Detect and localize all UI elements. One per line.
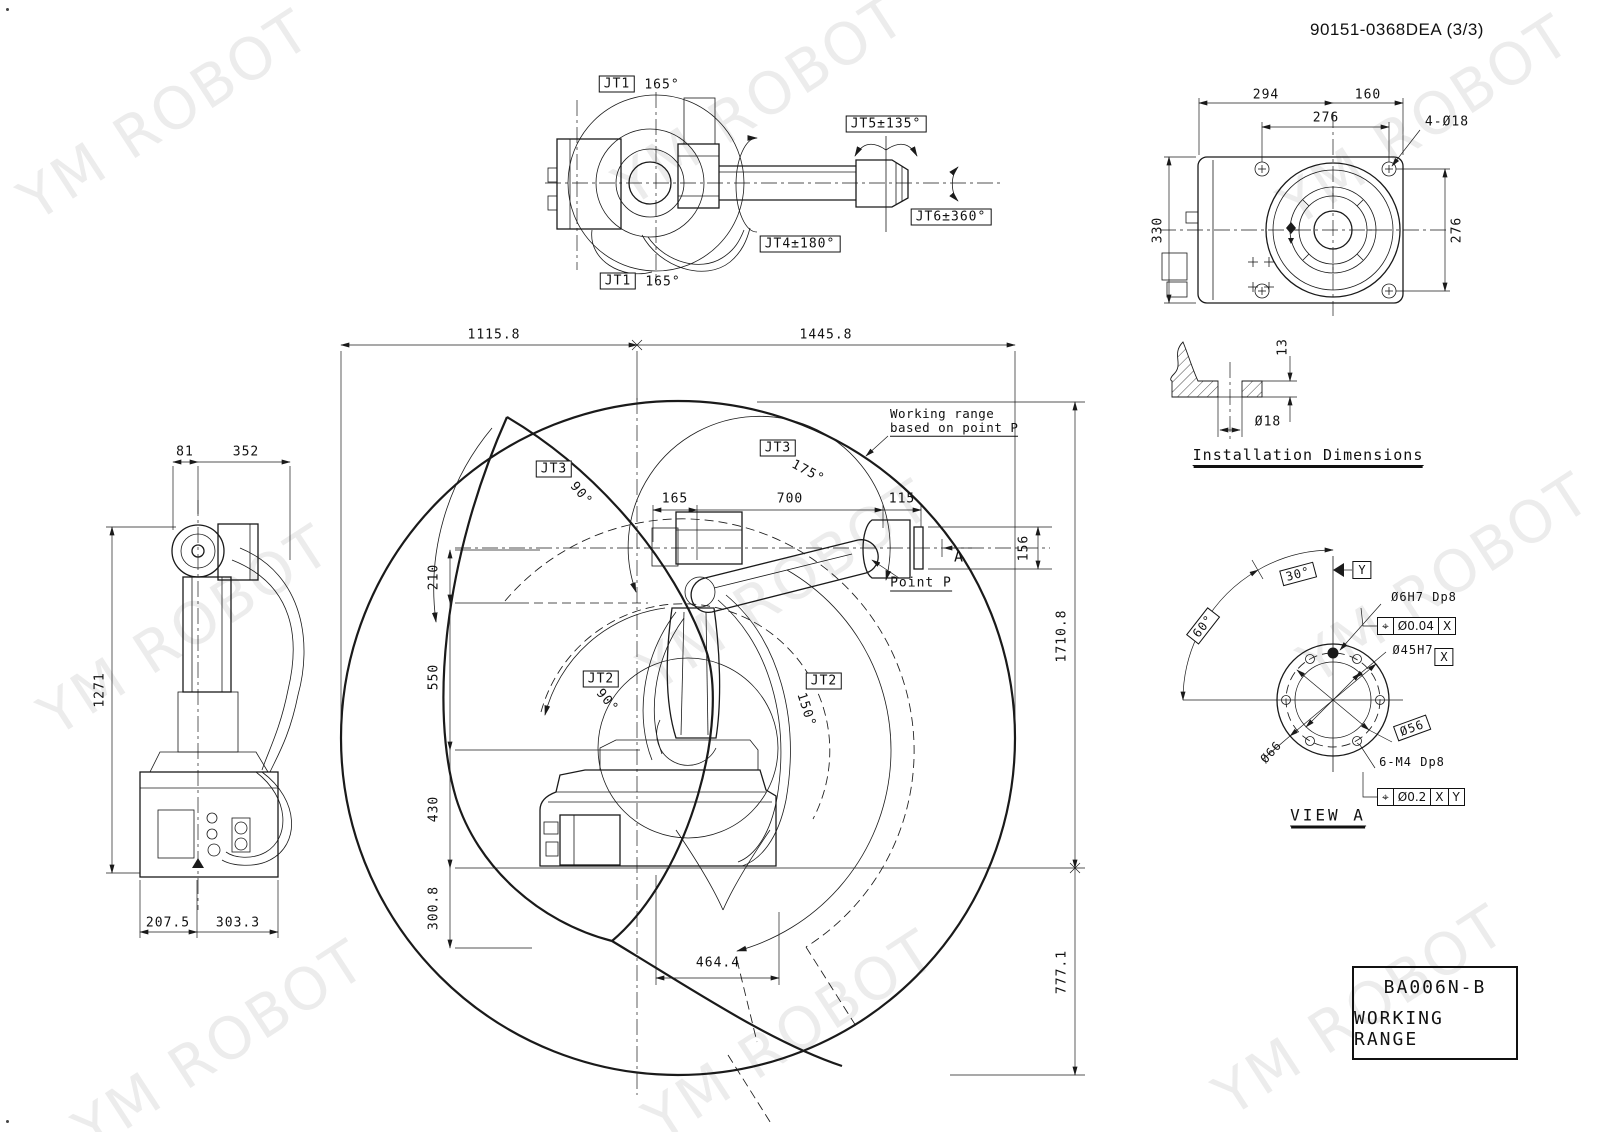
bore-callout: Ø45H7 xyxy=(1392,643,1434,657)
jt1-top-label: JT1 xyxy=(598,75,636,93)
m4-holes xyxy=(1281,654,1385,746)
fcf-datum: X xyxy=(1437,618,1455,634)
position-symbol-icon: ⌖ xyxy=(1382,619,1389,633)
jt4-label: JT4±180° xyxy=(759,235,841,253)
working-range-note-line1: Working range xyxy=(890,405,995,421)
dim-330: 330 xyxy=(1150,216,1166,244)
datum-x: X xyxy=(1434,648,1454,666)
installation-caption: Installation Dimensions xyxy=(1192,446,1424,466)
dim-303-3: 303.3 xyxy=(215,915,261,931)
working-range-view xyxy=(339,339,1085,1126)
dim-81: 81 xyxy=(176,444,194,460)
datum-y: Y xyxy=(1352,561,1372,579)
dim-207-5: 207.5 xyxy=(145,915,191,931)
fcf-datum-1: X xyxy=(1430,789,1447,805)
doc-number: 90151-0368DEA (3/3) xyxy=(1310,20,1484,39)
jt2-right-label: JT2 xyxy=(805,672,843,690)
dim-700: 700 xyxy=(776,491,804,507)
section-arrow-a: A xyxy=(953,547,965,566)
jt1-bottom-angle: 165° xyxy=(645,274,681,290)
model-number: BA006N-B xyxy=(1383,976,1487,998)
installation-view xyxy=(1160,98,1450,316)
jt3-right-label: JT3 xyxy=(759,439,797,457)
dim-300-8: 300.8 xyxy=(426,885,442,931)
section-detail xyxy=(1170,341,1297,442)
position-symbol-icon: ⌖ xyxy=(1382,790,1389,804)
drawing-title: WORKING RANGE xyxy=(1354,1007,1444,1050)
hole-callout: Ø6H7 Dp8 xyxy=(1391,590,1457,604)
dim-1115-8: 1115.8 xyxy=(467,327,521,343)
dim-13: 13 xyxy=(1275,338,1291,356)
dim-165: 165 xyxy=(661,491,689,507)
working-range-note-line2: based on point P xyxy=(890,419,1019,437)
registration-dot xyxy=(6,1120,9,1123)
top-view xyxy=(545,92,1000,282)
fcf-tolerance: Ø0.04 xyxy=(1392,618,1438,634)
point-p-label: Point P xyxy=(890,575,952,592)
dim-276-top: 276 xyxy=(1312,110,1340,126)
side-view xyxy=(106,459,305,938)
robot-arm xyxy=(539,511,924,867)
fcf-datum-2: Y xyxy=(1447,789,1464,805)
dim-550: 550 xyxy=(426,663,442,691)
jt1-bottom-label: JT1 xyxy=(599,272,637,290)
dim-276-right: 276 xyxy=(1449,216,1465,244)
thread-callout: 6-M4 Dp8 xyxy=(1379,755,1445,769)
jt5-label: JT5±135° xyxy=(845,115,927,133)
dim-294: 294 xyxy=(1252,87,1280,103)
dim-115: 115 xyxy=(888,491,916,507)
dim-1710-8: 1710.8 xyxy=(1054,609,1070,663)
dim-210: 210 xyxy=(426,563,442,591)
view-a-caption: VIEW A xyxy=(1290,805,1366,827)
plus-marks xyxy=(1248,257,1274,292)
dim-777-1: 777.1 xyxy=(1054,949,1070,995)
dim-430: 430 xyxy=(426,795,442,823)
title-block: BA006N-B WORKING RANGE xyxy=(1352,966,1518,1060)
jt2-left-label: JT2 xyxy=(582,670,620,688)
dim-352: 352 xyxy=(232,444,260,460)
registration-dot xyxy=(6,8,9,11)
jt1-top-angle: 165° xyxy=(644,77,680,93)
jt3-left-label: JT3 xyxy=(535,460,573,478)
inner-range-right xyxy=(506,416,714,942)
jt6-label: JT6±360° xyxy=(910,208,992,226)
dim-156: 156 xyxy=(1016,534,1032,562)
inner-range-left xyxy=(442,416,613,943)
dim-464-4: 464.4 xyxy=(695,955,741,971)
fcf-tolerance: Ø0.2 xyxy=(1392,789,1431,805)
dim-d18: Ø18 xyxy=(1254,414,1282,430)
dim-160: 160 xyxy=(1354,87,1382,103)
dim-1445-8: 1445.8 xyxy=(799,327,853,343)
dim-1271: 1271 xyxy=(92,672,108,708)
view-a xyxy=(1180,547,1403,798)
range-spiral xyxy=(611,940,843,1068)
bolt-holes-callout: 4-Ø18 xyxy=(1424,114,1470,130)
